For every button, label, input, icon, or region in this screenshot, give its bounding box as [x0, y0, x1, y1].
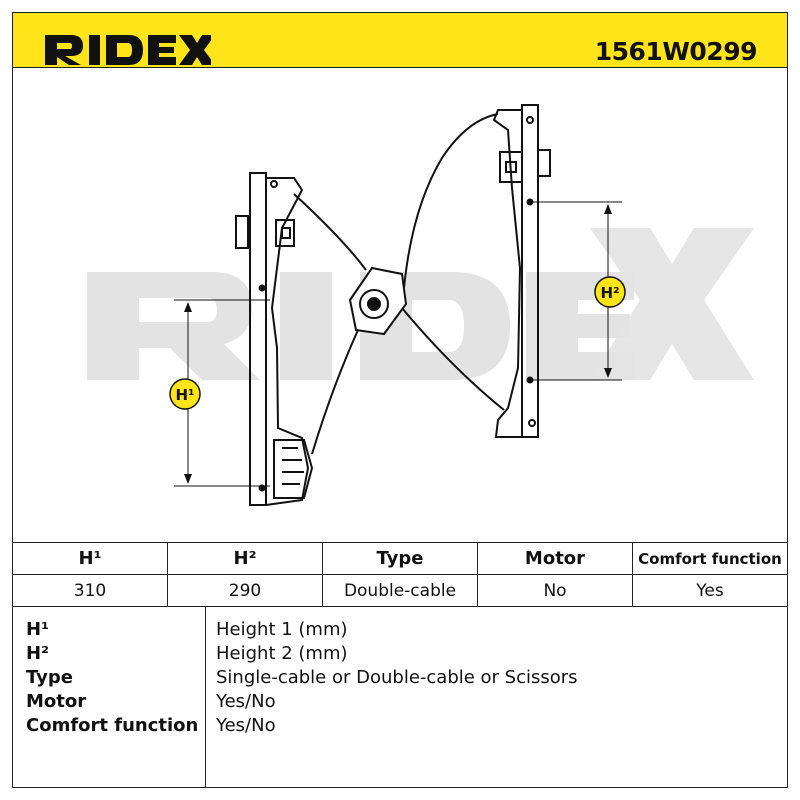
header-h1: H¹ [12, 542, 168, 575]
h1-marker: H¹ [175, 386, 194, 404]
legend-desc: Height 2 (mm) [216, 643, 348, 664]
legend-row: Comfort function Yes/No [12, 715, 788, 739]
right-rail [492, 104, 551, 438]
legend-key: Comfort function [26, 715, 199, 736]
cables [293, 113, 505, 455]
h2-marker: H² [600, 284, 619, 302]
value-motor: No [477, 574, 633, 607]
legend-key: H¹ [26, 619, 49, 640]
header-motor: Motor [477, 542, 633, 575]
legend-key: Type [26, 667, 73, 688]
legend-key: Motor [26, 691, 87, 712]
legend-divider [205, 607, 206, 787]
spec-value-row: 310 290 Double-cable No Yes [12, 574, 788, 607]
value-h2: 290 [167, 574, 323, 607]
value-h1: 310 [12, 574, 168, 607]
window-regulator-drawing: H¹ H² [87, 104, 754, 506]
cable-drum [348, 266, 408, 336]
value-comfort-function: Yes [632, 574, 788, 607]
header-type: Type [322, 542, 478, 575]
legend-row: Motor Yes/No [12, 691, 788, 715]
h1-dimension [169, 299, 270, 487]
legend-row: Type Single-cable or Double-cable or Sci… [12, 667, 788, 691]
legend-desc: Yes/No [216, 691, 276, 712]
spec-table: H¹ H² Type Motor Comfort function 310 29… [12, 542, 788, 607]
legend-row: H² Height 2 (mm) [12, 643, 788, 667]
value-type: Double-cable [322, 574, 478, 607]
watermark [87, 228, 754, 380]
part-number: 1561W0299 [594, 37, 758, 66]
spec-header-row: H¹ H² Type Motor Comfort function [12, 542, 788, 575]
header-comfort-function: Comfort function [632, 542, 788, 575]
header-bar: 1561W0299 [12, 12, 788, 68]
legend-key: H² [26, 643, 49, 664]
legend-desc: Single-cable or Double-cable or Scissors [216, 667, 578, 688]
header-h2: H² [167, 542, 323, 575]
ridex-logo [45, 35, 211, 65]
h2-dimension [532, 201, 626, 381]
legend-desc: Yes/No [216, 715, 276, 736]
legend-row: H¹ Height 1 (mm) [12, 619, 788, 643]
legend-desc: Height 1 (mm) [216, 619, 348, 640]
left-rail [235, 172, 314, 506]
legend: H¹ Height 1 (mm) H² Height 2 (mm) Type S… [12, 606, 788, 788]
